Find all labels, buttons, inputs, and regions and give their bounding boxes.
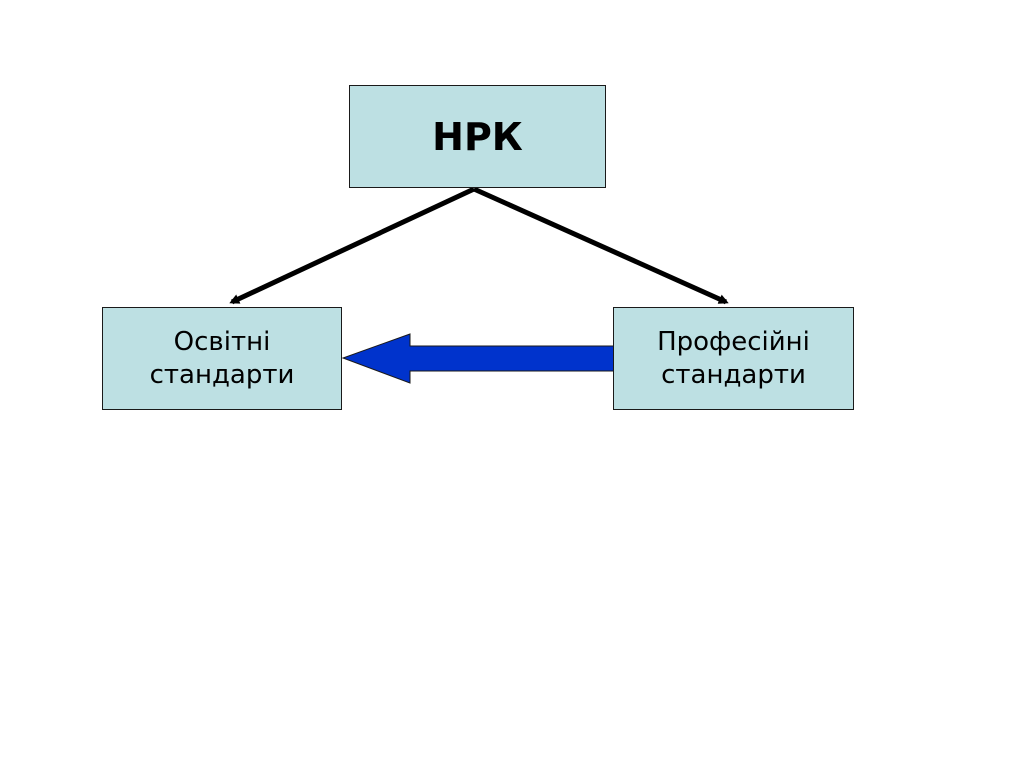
right-node-label-line1: Професійні bbox=[657, 327, 810, 357]
left-node-label-line2: стандарти bbox=[149, 359, 295, 390]
left-node-box: Освітні стандарти bbox=[102, 307, 342, 410]
connector-to-right-node bbox=[472, 186, 729, 305]
top-node-label: НРК bbox=[432, 114, 523, 159]
right-node-label-line2: стандарти bbox=[661, 359, 806, 390]
left-node-label-line1: Освітні bbox=[173, 327, 271, 357]
block-arrow-right-to-left bbox=[341, 333, 615, 384]
right-node-box: Професійні стандарти bbox=[613, 307, 854, 410]
top-node-box: НРК bbox=[349, 85, 606, 188]
connector-to-left-node bbox=[229, 186, 476, 305]
